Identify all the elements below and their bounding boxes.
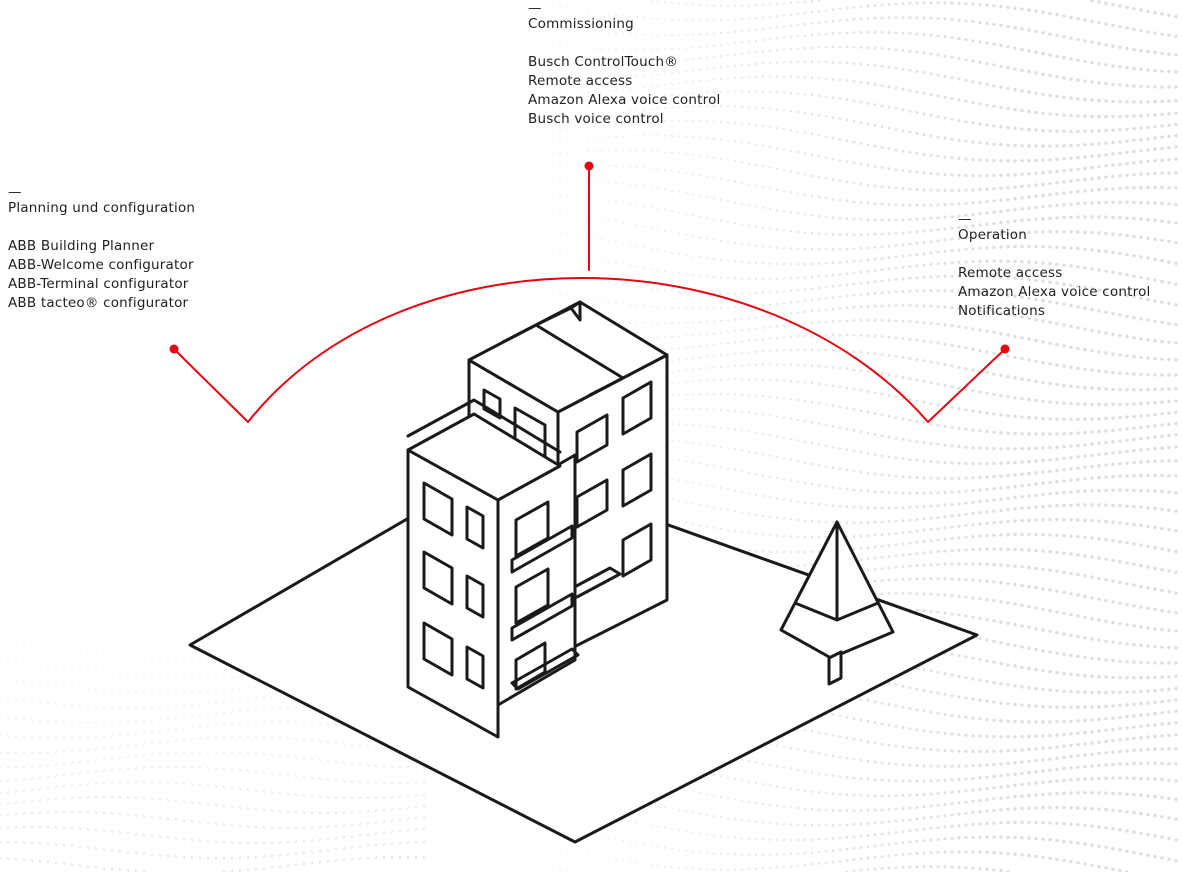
list-item: ABB tacteo® configurator <box>8 295 189 311</box>
tree <box>779 520 895 686</box>
operation-list: Remote access Amazon Alexa voice control… <box>958 264 1150 321</box>
connector-planning <box>173 348 249 423</box>
dot-operation <box>1000 344 1010 354</box>
connector-operation <box>927 348 1006 423</box>
section-dash: — <box>8 184 22 200</box>
section-heading-planning: Planning und configuration <box>8 200 196 216</box>
list-item: Remote access <box>528 73 633 89</box>
operation-section: — Operation Remote access Amazon Alexa v… <box>958 212 1150 321</box>
dot-planning <box>169 344 179 354</box>
section-heading-operation: Operation <box>958 227 1027 243</box>
section-heading-commissioning: Commissioning <box>528 16 634 32</box>
commissioning-list: Busch ControlTouch® Remote access Amazon… <box>528 53 720 129</box>
list-item: Notifications <box>958 303 1046 319</box>
list-item: Busch voice control <box>528 111 664 127</box>
section-dash: — <box>958 211 972 227</box>
list-item: ABB-Welcome configurator <box>8 257 194 273</box>
commissioning-section: — Commissioning Busch ControlTouch® Remo… <box>528 1 720 129</box>
list-item: Amazon Alexa voice control <box>528 92 721 108</box>
planning-section: — Planning und configuration ABB Buildin… <box>8 185 195 313</box>
lifecycle-arc <box>247 277 929 423</box>
ground-plate <box>188 463 979 844</box>
connector-lines <box>173 165 1006 423</box>
list-item: ABB Building Planner <box>8 238 155 254</box>
connector-dots <box>169 161 1010 354</box>
list-item: ABB-Terminal configurator <box>8 276 189 292</box>
list-item: Remote access <box>958 265 1063 281</box>
list-item: Amazon Alexa voice control <box>958 284 1151 300</box>
list-item: Busch ControlTouch® <box>528 54 678 70</box>
front-building <box>406 398 580 739</box>
section-dash: — <box>528 0 542 16</box>
planning-list: ABB Building Planner ABB-Welcome configu… <box>8 237 195 313</box>
dot-commissioning <box>584 161 594 171</box>
